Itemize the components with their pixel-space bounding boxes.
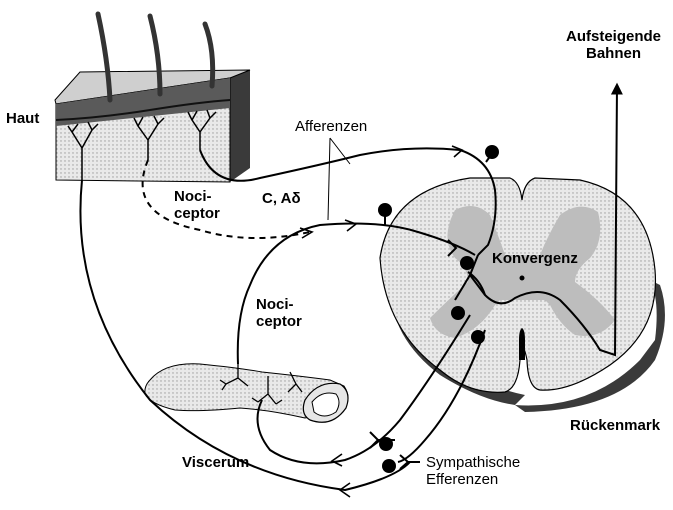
- label-nociceptor-skin: Noci- ceptor: [174, 188, 220, 222]
- label-nociceptor-visceral: Noci- ceptor: [256, 296, 302, 330]
- label-c-adelta: C, Aδ: [262, 190, 301, 207]
- label-aufsteigende-bahnen: Aufsteigende Bahnen: [566, 28, 661, 62]
- label-konvergenz: Konvergenz: [492, 250, 578, 267]
- label-viscerum: Viscerum: [182, 454, 249, 471]
- label-rueckenmark: Rückenmark: [570, 417, 660, 434]
- label-sympathische-efferenzen: Sympathische Efferenzen: [426, 454, 520, 488]
